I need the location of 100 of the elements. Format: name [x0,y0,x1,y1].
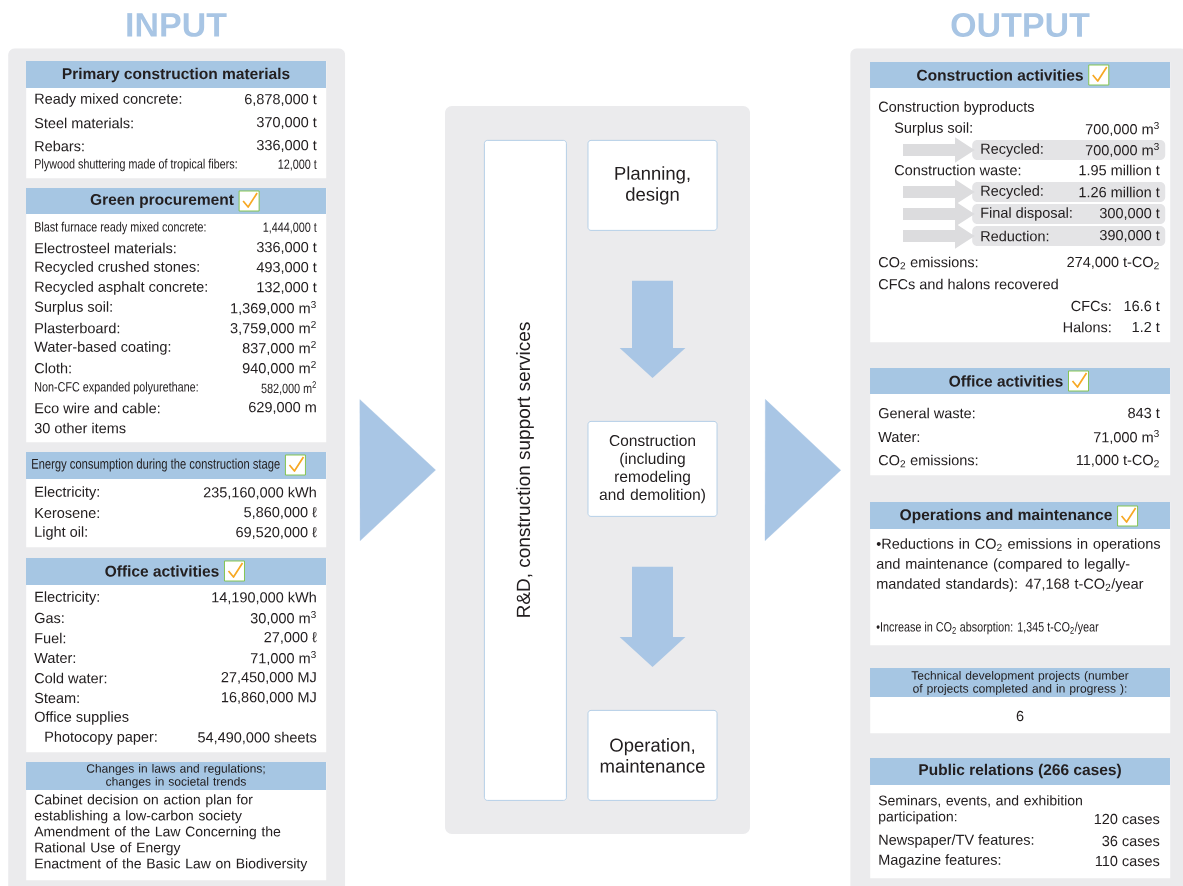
item-label: Office supplies [34,711,129,725]
section-heading: Energy consumption during the construction stage [32,458,280,472]
item-label: Eco wire and cable: [35,402,160,414]
process-box: R&D, construction support services [484,140,567,801]
item-label: Photocopy paper: [45,731,157,745]
note-text: •Reductions in CO$_{2}$ emissions in operations and maintenance (compared to legally-mandated standards): 47,168 t-CO$_{2}$/year [876,538,1161,592]
item-label: Seminars, events, and exhibition participation: [878,795,1082,825]
value-pill [972,204,1166,224]
section-panel [26,61,327,179]
section-heading: Public relations (266 cases) [919,763,1121,779]
section-heading: Construction activities [917,69,1083,81]
section-panel [870,502,1171,646]
item-label: Surplus soil: [34,301,112,315]
item-value: 1.2 t [1132,321,1160,333]
item-label: Surplus soil: [894,122,972,136]
section-panel [870,668,1171,734]
item-label: Rebars: [35,140,84,152]
item-label: Blast furnace ready mixed concrete: [35,221,206,235]
section-panel [26,558,327,753]
item-label: Cloth: [34,362,71,374]
item-value: 16,860,000 MJ [221,692,316,704]
item-value: 493,000 t [256,262,317,274]
arrow [359,399,436,541]
item-value: 71,000 m$^{3}$ [250,650,316,666]
item-value: 235,160,000 kWh [203,486,316,500]
item-label: Newspaper/TV features: [879,834,1034,848]
item-value: 27,000 ℓ [264,632,317,644]
item-label: Construction waste: [894,164,1021,176]
item-label: 30 other items [34,422,126,434]
item-label: Construction byproducts [878,101,1034,115]
item-label: Gas: [34,612,64,624]
section-heading: Primary construction materials [62,67,290,83]
item-label: CO$_{2}$ emissions: [878,454,978,468]
note-text: •Increase in CO$_{2}$ absorption: 1,345 t-CO$_{2}$/year [876,621,1099,635]
item-value: 274,000 t-CO$_{2}$ [1067,256,1159,270]
item-label: Non-CFC expanded polyurethane: [35,381,198,395]
item-label: Water: [878,431,920,443]
item-value: 843 t [1128,407,1160,419]
note-text: Amendment of the Law Concerning the Rational Use of Energy [34,826,281,856]
item-value: 1,369,000 m$^{3}$ [231,300,316,316]
value-pill [972,226,1166,246]
item-label: Electricity: [35,591,99,605]
item-value: 11,000 t-CO$_{2}$ [1076,454,1159,468]
process-box: Planning, design [587,140,718,231]
item-label: Steam: [34,692,79,704]
item-value: 700,000 m$^{3}$ [1085,121,1159,137]
item-label: CO$_{2}$ emissions: [878,256,978,270]
item-label: Recycled asphalt concrete: [35,281,207,295]
item-label: Water: [34,652,76,664]
item-label: Electricity: [35,486,99,500]
item-label: CFCs and halons recovered [878,278,1058,290]
item-value: 3,759,000 m$^{2}$ [230,320,316,336]
item-value: 110 cases [1095,855,1160,867]
item-value: 6 [1016,710,1024,722]
section-panel [870,368,1171,476]
pill-label: Recycled: [981,143,1043,157]
item-value: 132,000 t [257,282,317,294]
note-text: Enactment of the Basic Law on Biodiversity [35,858,308,872]
item-label: Plywood shuttering made of tropical fibers: [35,158,237,172]
panel-title: OUTPUT [951,12,1090,38]
item-value: 1,444,000 t [263,222,317,234]
item-value: 336,000 t [256,242,317,254]
pill-label: Recycled: [981,185,1043,199]
process-box: Construction (including remodeling and demolition) [587,421,718,517]
item-value: 12,000 t [278,159,317,171]
item-value: 120 cases [1094,813,1160,825]
item-label: Water-based coating: [34,341,171,355]
section-heading: Operations and maintenance [900,508,1112,524]
item-value: 837,000 m$^{2}$ [242,340,316,356]
item-value: 582,000 m$^{2}$ [261,381,316,395]
item-value: 54,490,000 sheets [198,731,317,745]
item-label: Steel materials: [34,117,133,129]
section-panel [870,758,1171,879]
section-panel [26,762,327,881]
item-value: 940,000 m$^{2}$ [242,360,316,376]
item-value: 16.6 t [1124,300,1160,312]
pill-value: 700,000 m$^{3}$ [1085,142,1159,158]
item-value: 336,000 t [256,140,317,152]
process-box: Operation, maintenance [587,710,718,801]
pill-label: Final disposal: [981,207,1072,221]
item-label: CFCs: [1071,300,1111,312]
item-label: Electrosteel materials: [35,242,176,254]
pill-value: 300,000 t [1099,208,1160,220]
item-label: Recycled crushed stones: [35,261,199,275]
section-heading: Green procurement [90,194,234,208]
item-label: General waste: [878,407,975,419]
section-heading: Technical development projects (number of projects completed and in progress ): [911,670,1129,696]
panel-title: INPUT [127,13,227,37]
item-value: 629,000 m [249,402,316,414]
item-value: 69,520,000 ℓ [236,527,317,539]
section-panel [26,452,327,548]
item-value: 14,190,000 kWh [212,591,316,605]
item-label: Kerosene: [35,507,99,519]
item-value: 27,450,000 MJ [221,672,316,684]
section-heading: Changes in laws and regulations; changes in societal trends [86,763,265,789]
item-value: 370,000 t [256,117,317,129]
item-value: 36 cases [1102,835,1160,847]
item-value: 71,000 m$^{3}$ [1093,429,1159,445]
item-value: 30,000 m$^{3}$ [250,610,316,626]
pill-label: Reduction: [981,230,1049,242]
